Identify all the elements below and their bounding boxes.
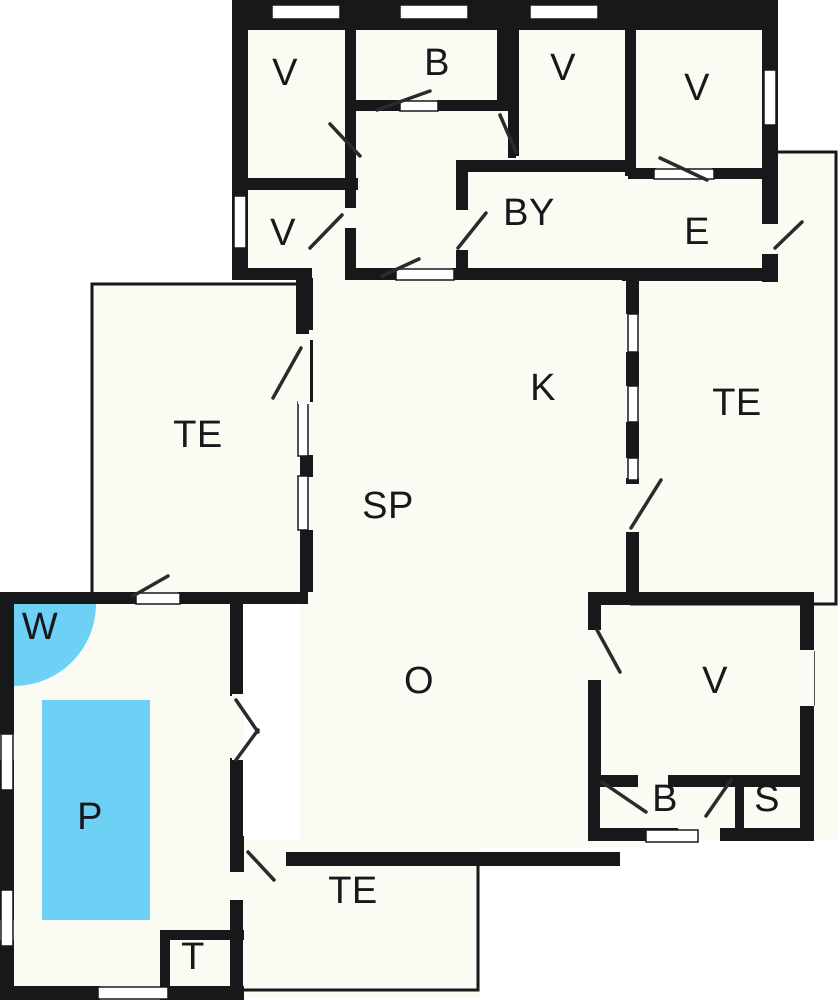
- room-fill-layer: [2, 8, 838, 998]
- door-swing-layer: [131, 89, 804, 882]
- label-room-v-bottom-right: V: [702, 660, 728, 702]
- pool-shape: [42, 700, 150, 920]
- door-b-top: [375, 89, 432, 112]
- door-e-east: [773, 220, 804, 250]
- window-top-1: [271, 4, 341, 20]
- label-terrace-left: TE: [173, 414, 223, 456]
- door-v-top-right: [658, 156, 709, 182]
- door-b-bottom: [600, 780, 648, 814]
- window-east-3: [627, 457, 639, 481]
- water-feature-layer: [14, 604, 150, 920]
- label-room-by-utility: BY: [503, 192, 555, 234]
- window-west-2: [297, 475, 309, 531]
- door-core-bottom: [380, 257, 421, 278]
- door-v-lower: [308, 213, 344, 250]
- label-room-v-top-left: V: [272, 52, 298, 94]
- window-poolhouse-west-2: [0, 889, 14, 947]
- door-opening-layer: [232, 210, 814, 760]
- label-room-b-top: B: [424, 42, 450, 84]
- wall-layer: [0, 0, 814, 1000]
- window-east-1: [627, 313, 639, 353]
- label-whirlpool: W: [22, 606, 58, 648]
- door-te-bottom: [246, 850, 276, 882]
- label-room-b-bottom: B: [652, 778, 678, 820]
- door-v-top-left: [328, 122, 362, 158]
- whirlpool-shape: [14, 604, 96, 686]
- door-te-left-upper: [271, 346, 303, 400]
- window-left-upper: [233, 195, 247, 249]
- door-poolhouse-1: [234, 698, 260, 734]
- label-terrace-right: TE: [712, 382, 762, 424]
- window-top-2: [399, 4, 469, 20]
- window-core-bottom-gap: [395, 268, 455, 281]
- label-room-v-top-middle: V: [550, 47, 576, 89]
- label-room-sp-dining: SP: [362, 485, 414, 527]
- label-room-t-technical: T: [181, 936, 205, 978]
- label-terrace-bottom: TE: [328, 870, 378, 912]
- window-right-upper: [763, 69, 777, 126]
- door-by: [456, 211, 488, 250]
- window-poolhouse-bottom: [97, 986, 169, 1000]
- window-b-top-gap: [399, 100, 439, 112]
- label-room-e-entrance: E: [684, 211, 710, 253]
- window-east-2: [627, 385, 639, 423]
- door-v-top-mid: [498, 113, 518, 154]
- label-room-s-storage: S: [754, 778, 780, 820]
- label-pool: P: [77, 796, 103, 838]
- window-b-bottom: [645, 829, 699, 843]
- label-room-v-top-right: V: [684, 67, 710, 109]
- window-top-3: [529, 4, 599, 20]
- window-west-1: [297, 401, 309, 457]
- label-room-k-kitchen: K: [530, 367, 556, 409]
- room-label-layer: V B V V V BY E TE K SP O TE V B S W P TE…: [22, 42, 780, 978]
- door-poolhouse-2: [234, 728, 260, 762]
- label-room-v-left-lower: V: [270, 212, 296, 254]
- door-te-left-lower: [131, 574, 170, 598]
- door-v-bottom-right: [595, 628, 622, 674]
- window-left-terrace-door: [135, 592, 181, 605]
- door-k-east: [629, 478, 663, 530]
- label-room-o-living: O: [404, 660, 434, 702]
- door-s: [704, 778, 733, 818]
- window-poolhouse-west-1: [0, 733, 14, 791]
